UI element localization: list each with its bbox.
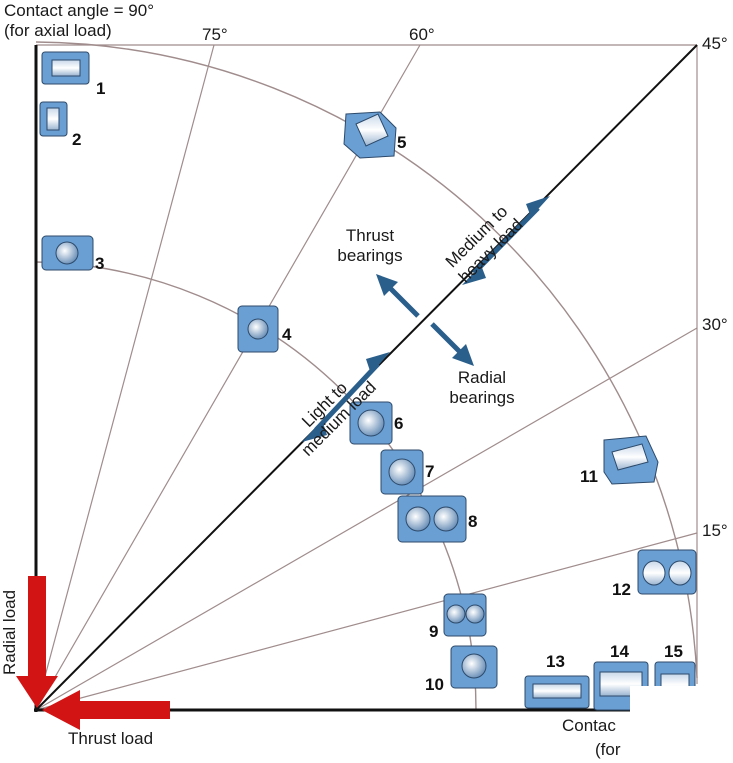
radial-load-label: Radial load (0, 589, 19, 675)
thrust-bearings-line2: bearings (337, 246, 403, 265)
bearing-number-14: 14 (610, 642, 629, 661)
bearing-9-icon (443, 593, 487, 637)
thrust-load-label: Thrust load (68, 729, 154, 748)
top-axis-label-line1: Contact angle = 90° (4, 1, 154, 20)
top-axis-label: Contact angle = 90° (for axial load) (4, 1, 154, 41)
angle-label-15: 15° (702, 521, 728, 540)
bearing-12-icon (637, 549, 697, 595)
angle-label-75: 75° (202, 25, 228, 44)
thrust-bearings-line1: Thrust (345, 226, 395, 245)
bearing-4-icon (237, 305, 279, 353)
bearing-number-13: 13 (546, 652, 565, 671)
bearing-number-2: 2 (72, 130, 82, 149)
radial-load-arrow (16, 576, 58, 708)
bearing-number-10: 10 (425, 675, 444, 694)
bottom-axis-label-line2: (for (595, 740, 621, 759)
bearing-1-icon (41, 51, 90, 85)
radial-bearings-label: Radial bearings (442, 368, 522, 408)
thrust-load-arrow (42, 690, 170, 730)
load-range-arrows (302, 196, 550, 442)
bearing-2-icon (39, 101, 68, 137)
bearing-number-9: 9 (429, 622, 439, 641)
corner-mask-2 (630, 686, 733, 763)
angle-label-30: 30° (702, 315, 728, 334)
bearing-number-1: 1 (96, 79, 106, 98)
bearing-13-icon (524, 675, 590, 709)
bearing-number-5: 5 (397, 133, 407, 152)
bottom-axis-label: Contac (for (562, 716, 621, 760)
angle-lines (35, 44, 698, 711)
bearing-3-icon (41, 235, 94, 271)
top-axis-label-line2: (for axial load) (4, 21, 112, 40)
bearing-10-icon (450, 645, 498, 689)
bearing-number-15: 15 (664, 642, 683, 661)
bearing-5-icon (343, 111, 397, 159)
thrust-bearings-label: Thrust bearings (330, 226, 410, 266)
load-arrows (16, 576, 170, 730)
bearing-6-icon (349, 401, 393, 445)
bottom-axis-label-line1: Contac (562, 716, 616, 735)
angle-label-60: 60° (409, 25, 435, 44)
angle-label-45: 45° (702, 34, 728, 53)
bearing-number-8: 8 (468, 512, 478, 531)
radial-bearings-line1: Radial (457, 368, 507, 387)
bearing-number-12: 12 (612, 580, 631, 599)
radial-bearings-line2: bearings (449, 388, 515, 407)
frame-lines (36, 44, 698, 710)
bearing-number-11: 11 (580, 467, 598, 486)
bearing-7-icon (380, 449, 424, 495)
bearing-number-4: 4 (282, 325, 292, 344)
bearing-11-icon (603, 435, 659, 485)
bearing-number-6: 6 (394, 414, 404, 433)
bearing-number-3: 3 (95, 254, 105, 273)
bearing-8-icon (397, 495, 467, 543)
bearing-number-7: 7 (425, 462, 435, 481)
